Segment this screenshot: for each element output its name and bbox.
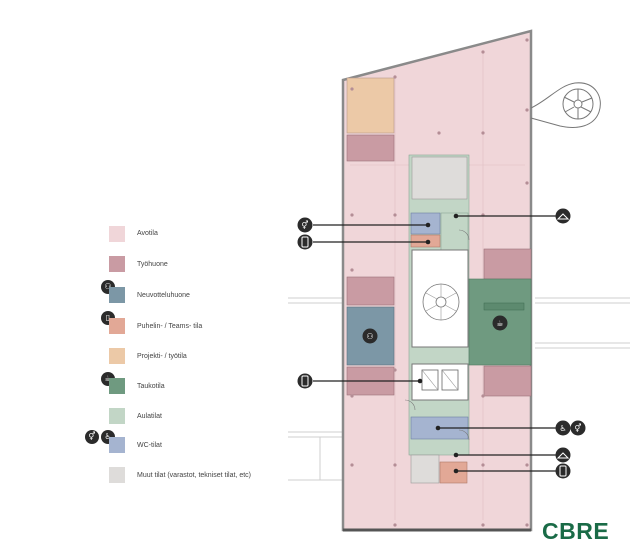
legend-swatch-break-area [109, 378, 125, 394]
work-room-nw [346, 134, 395, 162]
legend-swatch-project-room [109, 348, 125, 364]
legend-label-other: Muut tilat (varastot, tekniset tilat, et… [137, 472, 251, 479]
legend-swatch-work-room [109, 256, 125, 272]
legend-label-open-space: Avotila [137, 230, 158, 237]
svg-text:⚥: ⚥ [301, 220, 309, 230]
legend-label-wc: WC-tilat [137, 442, 162, 449]
coat-hanger-icon [555, 208, 571, 224]
project-room [346, 77, 395, 134]
brand-logo: CBRE [542, 518, 610, 544]
storage-upper [411, 156, 468, 200]
legend: Avotila Työhuone ⚇ Neuvotteluhuone ▯ Puh… [0, 0, 300, 551]
wc-icon: ⚥ [85, 430, 99, 444]
accessible-wc-icon: ♿ ⚥ [555, 420, 586, 436]
wc-upper [410, 212, 441, 235]
phone-icon [555, 463, 571, 479]
legend-swatch-meeting-room [109, 287, 125, 303]
work-room-e2 [483, 365, 532, 397]
legend-label-phone-booth: Puhelin- / Teams- tila [137, 323, 203, 330]
legend-swatch-other [109, 467, 125, 483]
coat-hanger-icon [555, 447, 571, 463]
legend-swatch-lobby [109, 408, 125, 424]
phone-icon [297, 373, 313, 389]
lobby-upper-right [440, 212, 469, 254]
svg-text:♿: ♿ [559, 424, 566, 433]
svg-text:⚇: ⚇ [366, 332, 373, 341]
storage-lower [410, 454, 440, 484]
work-room-e1 [483, 248, 532, 280]
work-room-w1 [346, 276, 395, 306]
wc-icon: ⚥ [297, 217, 313, 233]
legend-label-project-room: Projekti- / työtila [137, 353, 187, 360]
meeting-room [346, 306, 395, 366]
legend-label-break-area: Taukotila [137, 383, 165, 390]
svg-text:☕: ☕ [496, 319, 503, 328]
legend-label-meeting-room: Neuvotteluhuone [137, 292, 190, 299]
legend-swatch-open-space [109, 226, 125, 242]
external-spiral-stair [530, 82, 601, 128]
coffee-icon: ☕ [492, 315, 508, 331]
phone-booth-lower [439, 461, 468, 484]
meeting-icon: ⚇ [362, 328, 378, 344]
phone-booth-upper [410, 234, 441, 248]
legend-swatch-phone-booth [109, 318, 125, 334]
svg-text:⚥: ⚥ [574, 423, 582, 433]
phone-icon [297, 234, 313, 250]
legend-label-lobby: Aulatilat [137, 413, 162, 420]
legend-swatch-wc [109, 437, 125, 453]
legend-label-work-room: Työhuone [137, 261, 168, 268]
